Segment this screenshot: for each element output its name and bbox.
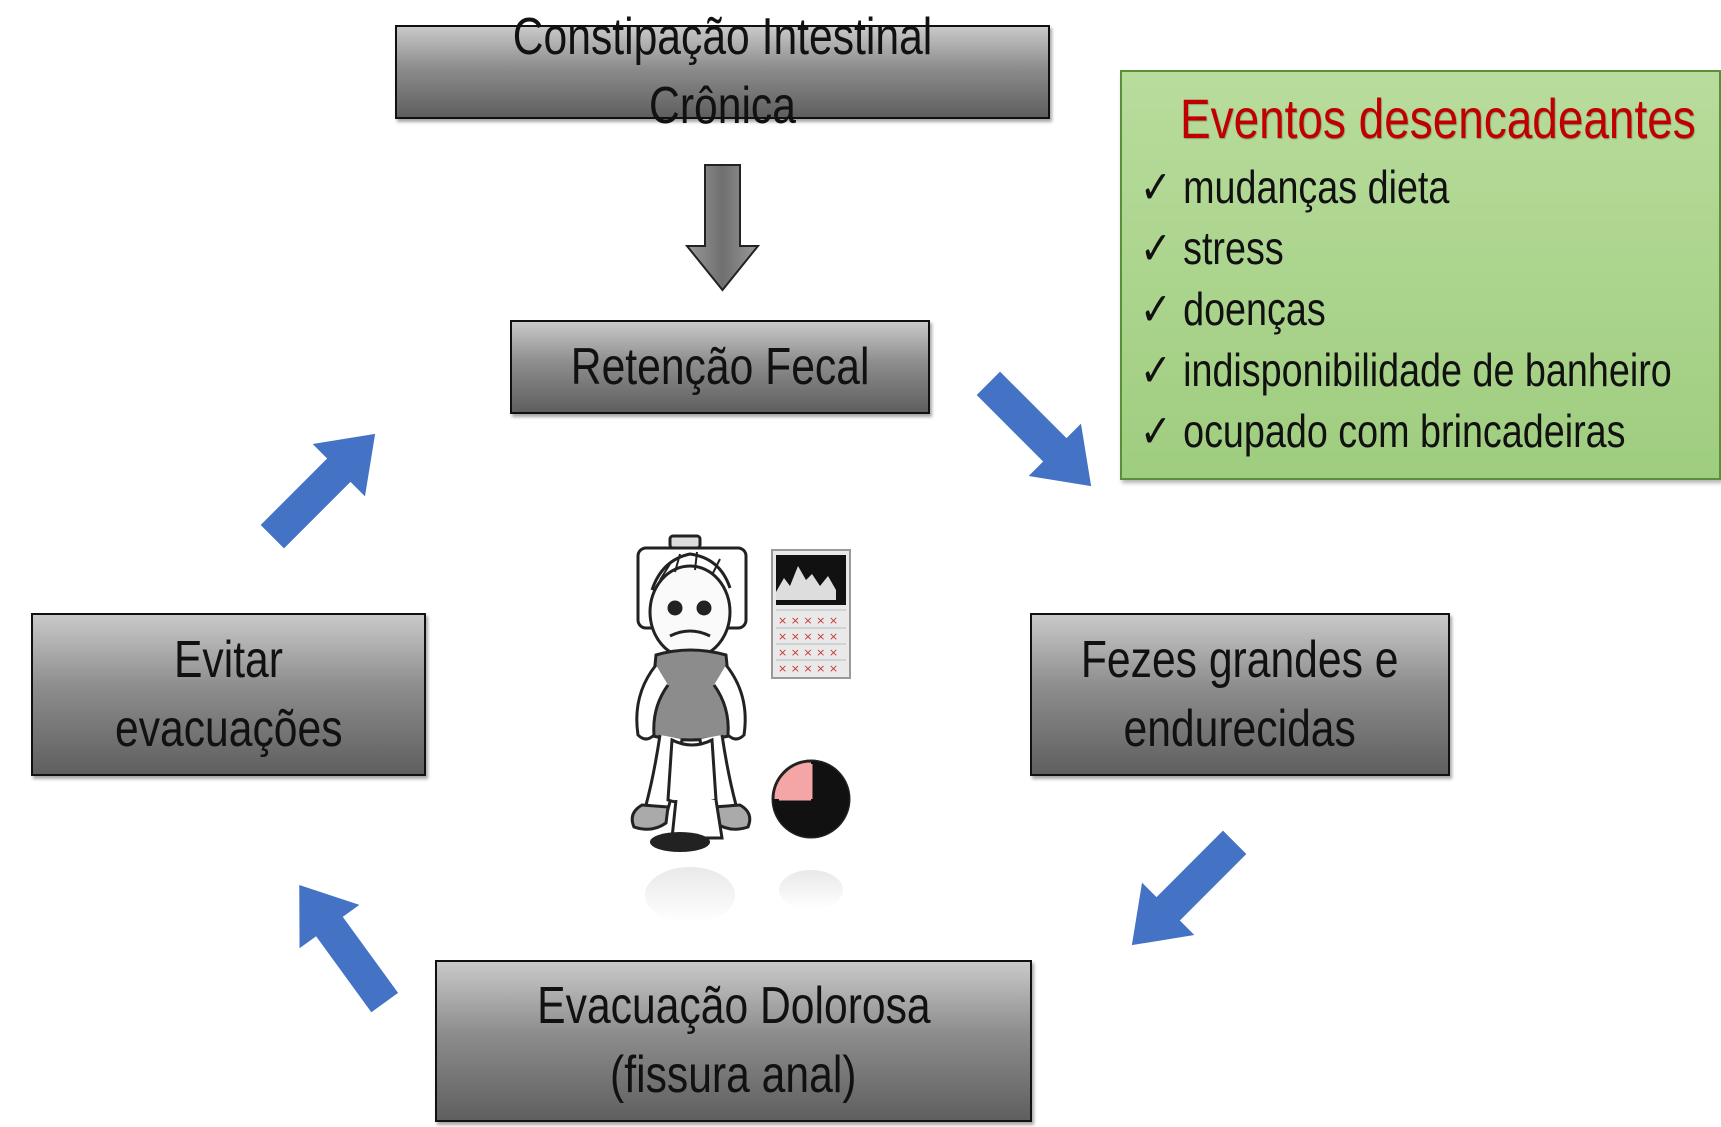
fecal-retention-box: Retenção Fecal: [510, 320, 930, 414]
trigger-event-item: ✓stress: [1140, 218, 1615, 279]
cycle-arrow-icon: [1131, 830, 1247, 946]
chronic-constipation-label: Constipação Intestinal Crônica: [512, 8, 933, 135]
trigger-event-label: indisponibilidade de banheiro: [1183, 344, 1672, 396]
calendar-icon: × × × × × × × × × × × × × × × × × × × ×: [771, 549, 851, 679]
hard-stool-line2: endurecidas: [1123, 699, 1357, 758]
chronic-constipation-box: Constipação Intestinal Crônica: [395, 8, 1050, 135]
check-icon: ✓: [1140, 283, 1172, 335]
check-icon: ✓: [1140, 222, 1172, 274]
hard-stool-box: Fezes grandes e endurecidas: [1030, 613, 1450, 776]
clock-icon: [771, 759, 851, 839]
trigger-event-item: ✓ocupado com brincadeiras: [1140, 401, 1626, 462]
cycle-arrow-icon: [299, 885, 399, 1013]
cycle-arrow-icon: [976, 371, 1092, 487]
trigger-event-item: ✓mudanças dieta: [1140, 157, 1615, 218]
trigger-event-item: ✓doenças: [1140, 279, 1615, 340]
svg-text:× × × × ×: × × × × ×: [778, 630, 838, 643]
check-icon: ✓: [1140, 161, 1172, 213]
trigger-event-label: stress: [1183, 222, 1284, 274]
svg-text:× × × × ×: × × × × ×: [778, 662, 838, 675]
check-icon: ✓: [1140, 344, 1172, 396]
svg-text:× × × × ×: × × × × ×: [778, 646, 838, 659]
painful-evacuation-line1: Evacuação Dolorosa: [536, 977, 931, 1036]
cycle-arrow-icon: [260, 433, 376, 549]
painful-evacuation-box: Evacuação Dolorosa (fissura anal): [435, 960, 1032, 1122]
trigger-event-label: doenças: [1183, 283, 1326, 335]
trigger-events-panel: Eventos desencadeantes ✓mudanças dieta ✓…: [1120, 70, 1721, 480]
trigger-events-title: Eventos desencadeantes: [1180, 87, 1696, 150]
avoid-evacuation-line1: Evitar: [173, 630, 283, 689]
trigger-event-item: ✓indisponibilidade de banheiro: [1140, 340, 1672, 401]
down-arrow-icon: [684, 164, 761, 292]
painful-evacuation-line2: (fissura anal): [610, 1046, 857, 1104]
trigger-event-label: mudanças dieta: [1183, 161, 1450, 213]
svg-text:× × × × ×: × × × × ×: [778, 614, 838, 627]
avoid-evacuation-line2: evacuações: [114, 699, 343, 758]
hard-stool-line1: Fezes grandes e: [1081, 630, 1399, 689]
check-icon: ✓: [1140, 405, 1172, 457]
avoid-evacuation-box: Evitar evacuações: [31, 613, 426, 776]
trigger-event-label: ocupado com brincadeiras: [1183, 405, 1626, 457]
toilet-child-illustration: [630, 534, 752, 852]
trigger-events-list: ✓mudanças dieta ✓stress ✓doenças ✓indisp…: [1140, 157, 1719, 462]
fecal-retention-label: Retenção Fecal: [570, 337, 870, 396]
